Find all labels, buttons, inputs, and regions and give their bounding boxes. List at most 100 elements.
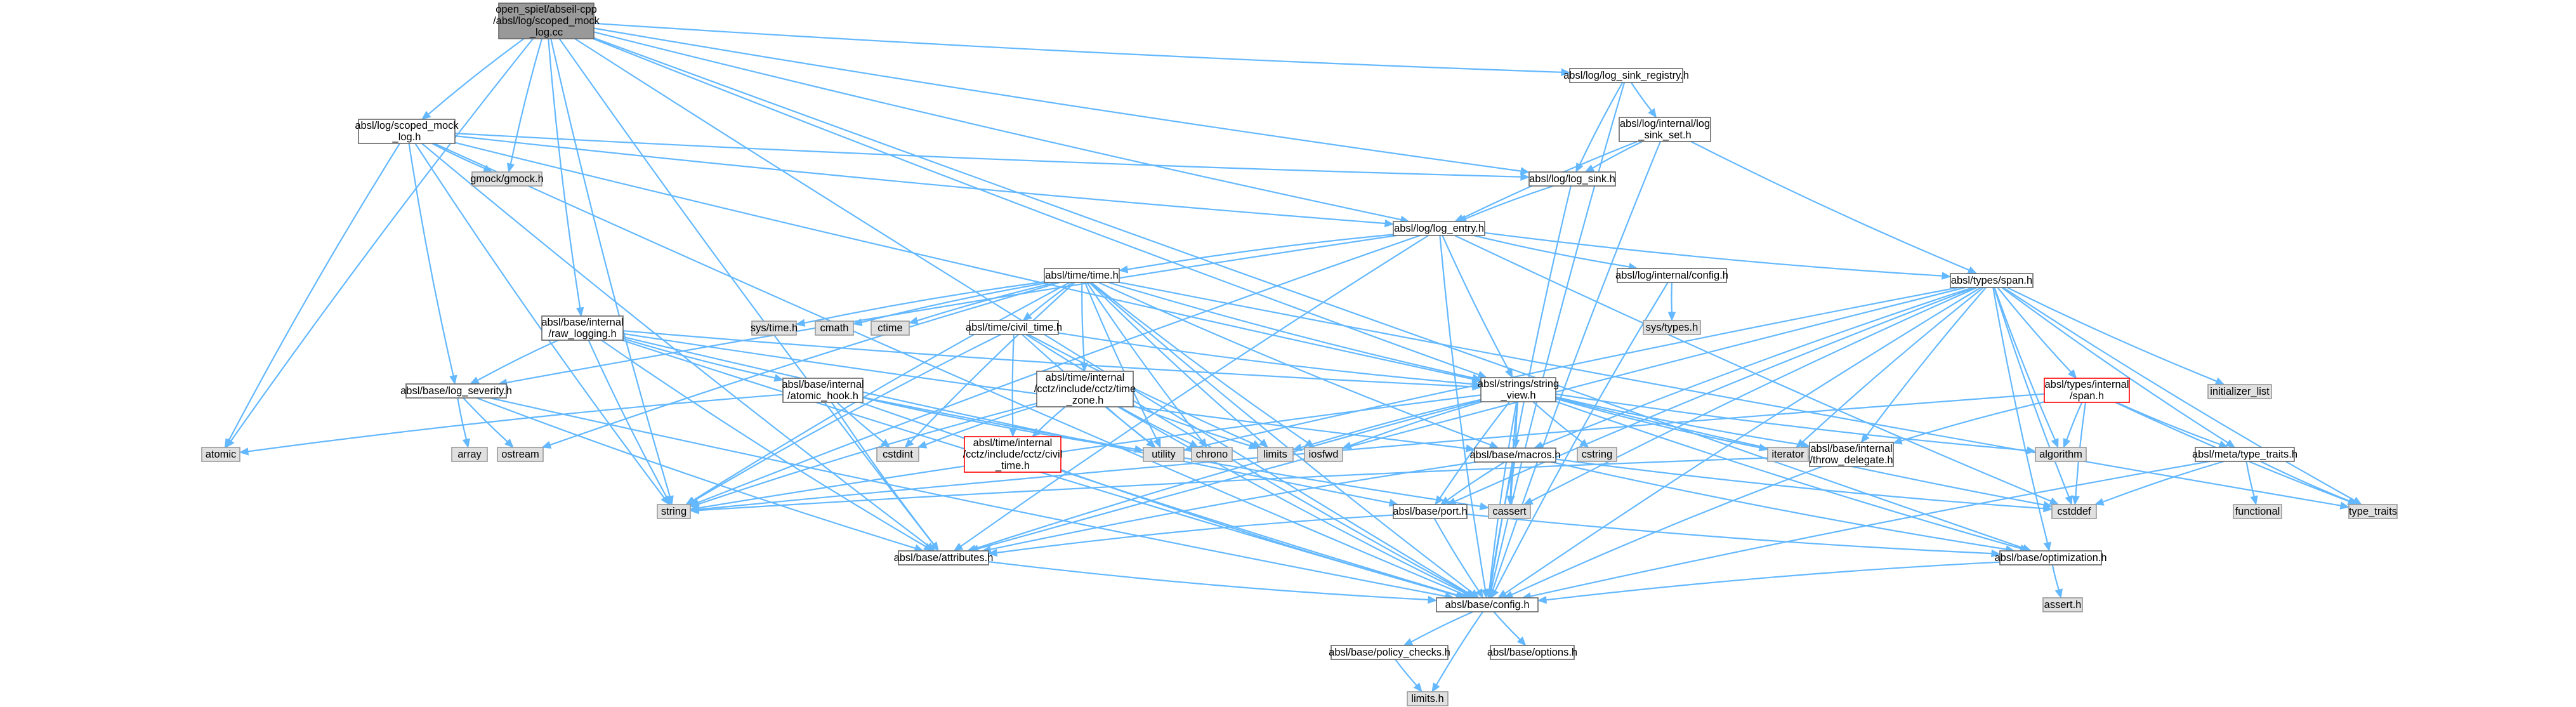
include-edge-config-to-options — [1493, 611, 1527, 646]
graph-node-iterator: iterator — [1767, 447, 1809, 462]
graph-node-log-sink-registry[interactable]: absl/log/log_sink_registry.h — [1563, 68, 1689, 83]
graph-node-macros[interactable]: absl/base/macros.h — [1469, 447, 1561, 463]
include-edge-span-to-internal_span — [1997, 287, 2077, 379]
node-label-line: absl/log/log_sink.h — [1529, 173, 1615, 185]
include-edge-scoped_mock_log_h-to-log_sink — [454, 133, 1530, 181]
include-edge-log_sink_set-to-span — [1690, 141, 1978, 274]
include-edge-time-to-ctime — [908, 281, 1057, 325]
graph-node-cstring: cstring — [1577, 447, 1617, 462]
include-edge-port-to-optimization — [1466, 513, 2001, 558]
graph-node-time[interactable]: absl/time/time.h — [1044, 268, 1120, 283]
node-label-line: absl/time/internal — [973, 437, 1053, 449]
node-label-line: gmock/gmock.h — [470, 173, 544, 185]
node-box — [1036, 371, 1134, 407]
node-box — [1569, 68, 1683, 83]
graph-node-port[interactable]: absl/base/port.h — [1393, 504, 1468, 519]
graph-node-scoped-mock-log-h[interactable]: absl/log/scoped_mock_log.h — [355, 119, 459, 144]
node-label-line: utility — [1152, 449, 1176, 460]
graph-node-span[interactable]: absl/types/span.h — [1950, 273, 2034, 288]
node-box — [1436, 597, 1539, 612]
node-box — [2233, 504, 2282, 519]
graph-node-time-zone[interactable]: absl/time/internal/cctz/include/cctz/tim… — [1034, 371, 1136, 407]
graph-node-algorithm: algorithm — [2035, 447, 2087, 462]
node-box — [1393, 504, 1468, 519]
node-label-line: /cctz/include/cctz/civil — [963, 449, 1063, 460]
include-edge-macros-to-optimization — [1551, 461, 2015, 553]
node-label-line: iterator — [1771, 449, 1804, 460]
include-edge-log_sink-to-log_entry — [1457, 185, 1554, 223]
include-edge-root-to-log_entry — [593, 31, 1410, 224]
graph-node-civil-time[interactable]: absl/time/civil_time.h — [966, 320, 1062, 335]
include-edge-scoped_mock_log_h-to-string_view — [454, 142, 1482, 383]
include-edge-log_entry-to-time — [1118, 234, 1394, 274]
include-edge-log_entry-to-span — [1484, 232, 1952, 280]
node-box — [497, 447, 544, 462]
include-edge-span-to-type_traits_h — [2001, 287, 2236, 448]
include-edge-time_zone-to-cstdint — [917, 405, 1037, 449]
include-edge-span-to-config — [1497, 287, 1981, 598]
graph-node-raw-logging[interactable]: absl/base/internal/raw_logging.h — [541, 315, 624, 341]
node-box — [358, 119, 456, 144]
node-box — [1643, 320, 1701, 335]
include-edge-atomic_hook-to-utility — [862, 397, 1145, 453]
include-edge-raw_logging-to-attributes — [601, 340, 933, 552]
node-label-line: _time.h — [995, 460, 1030, 472]
node-box — [1480, 377, 1556, 402]
graph-node-log-sink-set[interactable]: absl/log/internal/log_sink_set.h — [1619, 117, 1711, 142]
include-edge-scoped_mock_log_h-to-config — [433, 142, 1473, 598]
node-box — [1393, 221, 1485, 236]
graph-node-optimization[interactable]: absl/base/optimization.h — [1994, 550, 2107, 565]
node-label-line: cstdint — [883, 449, 913, 460]
node-label-line: _sink_set.h — [1638, 129, 1691, 141]
graph-node-log-entry[interactable]: absl/log/log_entry.h — [1393, 221, 1485, 236]
node-label-line: cassert — [1492, 506, 1527, 517]
graph-node-string: string — [657, 504, 691, 519]
include-edge-string_view-to-limits — [1292, 399, 1482, 452]
graph-node-attributes[interactable]: absl/base/attributes.h — [894, 550, 994, 565]
node-box — [964, 436, 1061, 473]
graph-node-limits-h: limits.h — [1407, 691, 1449, 706]
node-label-line: _log.cc — [529, 27, 563, 38]
node-box — [898, 550, 989, 565]
graph-node-cassert: cassert — [1488, 504, 1531, 519]
include-edge-span-to-optimization — [1992, 287, 2051, 552]
include-edge-time-to-config — [1089, 282, 1480, 598]
node-box — [657, 504, 691, 519]
include-edge-time-to-type_traits — [1119, 281, 2350, 510]
node-label-line: ostream — [501, 449, 539, 460]
include-edge-span-to-macros — [1533, 286, 1973, 449]
node-box — [1044, 268, 1120, 283]
graph-node-throw-delegate[interactable]: absl/base/internal/throw_delegate.h — [1809, 442, 1894, 467]
node-label-line: absl/base/internal — [1810, 443, 1892, 454]
graph-node-type-traits: type_traits — [2348, 504, 2398, 519]
graph-node-log-sink[interactable]: absl/log/log_sink.h — [1528, 171, 1616, 187]
node-box — [471, 171, 542, 187]
graph-node-functional: functional — [2233, 504, 2282, 519]
graph-node-initializer-list: initializer_list — [2207, 384, 2272, 399]
node-box — [2035, 447, 2087, 462]
include-edge-macros-to-cstddef — [1555, 458, 2053, 513]
graph-node-atomic-hook[interactable]: absl/base/internal/atomic_hook.h — [782, 378, 864, 403]
graph-node-config[interactable]: absl/base/config.h — [1436, 597, 1539, 612]
graph-node-log-config[interactable]: absl/log/internal/config.h — [1615, 268, 1728, 283]
include-edge-string_view-to-algorithm — [1555, 393, 2037, 454]
graph-node-type-traits-h[interactable]: absl/meta/type_traits.h — [2192, 447, 2297, 462]
graph-node-options[interactable]: absl/base/options.h — [1487, 645, 1577, 660]
include-edge-atomic_hook-to-attributes — [831, 402, 939, 552]
graph-node-atomic: atomic — [201, 447, 240, 462]
graph-node-sys-time: sys/time.h — [751, 320, 798, 336]
include-edge-span-to-algorithm — [1994, 287, 2059, 449]
graph-node-root: open_spiel/abseil-cpp/absl/log/scoped_mo… — [493, 3, 600, 39]
node-box — [541, 315, 624, 341]
graph-node-sys-types: sys/types.h — [1643, 320, 1701, 335]
node-label-line: /cctz/include/cctz/time — [1034, 383, 1136, 395]
graph-node-policy-checks[interactable]: absl/base/policy_checks.h — [1329, 645, 1450, 660]
include-edge-log_sink_registry-to-log_sink_set — [1630, 82, 1657, 119]
graph-node-log-severity[interactable]: absl/base/log_severity.h — [400, 383, 512, 399]
node-label-line: _zone.h — [1066, 395, 1104, 406]
graph-node-string-view[interactable]: absl/strings/string_view.h — [1478, 377, 1559, 402]
node-box — [751, 320, 797, 336]
node-label-line: limits — [1263, 449, 1287, 460]
include-edge-root-to-optimization — [593, 37, 2032, 552]
